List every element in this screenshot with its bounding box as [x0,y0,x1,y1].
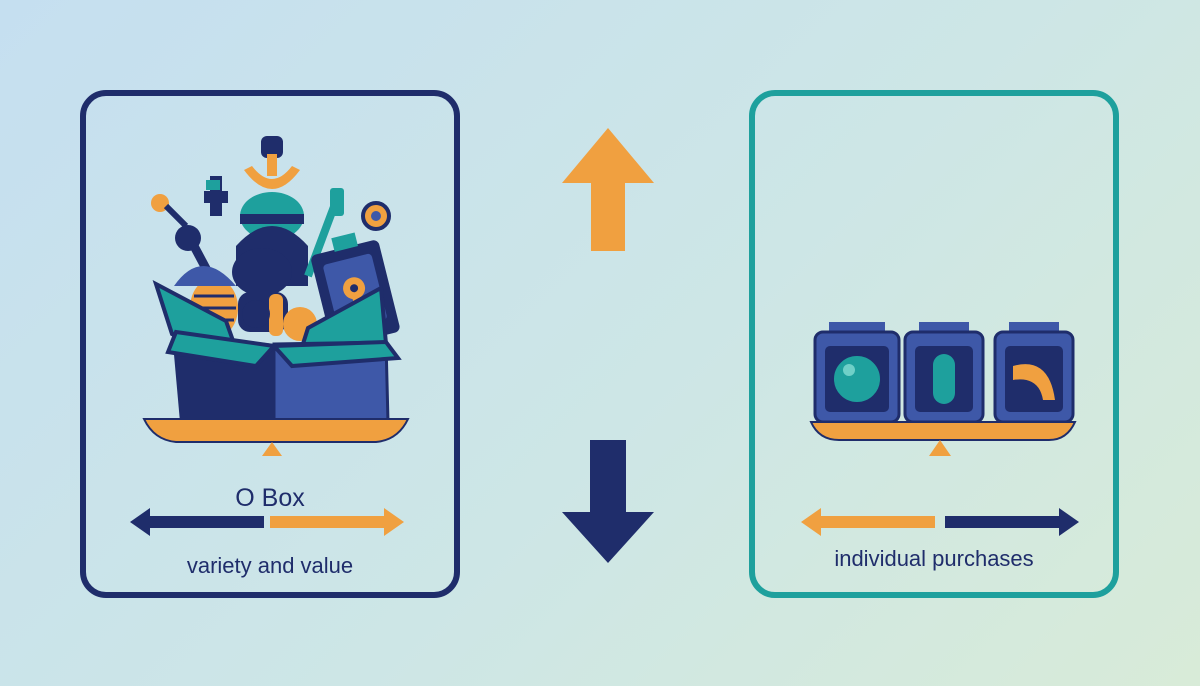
jar-sphere-icon [813,322,901,424]
up-arrow-icon [562,128,654,251]
jar-capsule-icon [903,322,985,424]
left-right-arrow-icon [130,508,404,536]
open-box-icon [152,279,402,424]
box-caption: variety and value [186,553,354,578]
balance-scale-icon [142,418,410,456]
individual-caption: individual purchases [834,546,1034,571]
down-arrow-icon [562,440,654,563]
balance-scale-icon [809,421,1077,456]
box-title: O Box [235,484,305,512]
left-right-arrow-icon [801,508,1079,536]
jars-illustration [801,322,1079,536]
jar-curve-icon [993,322,1075,424]
box-option-card: O Box variety and value [80,90,460,598]
box-illustration [130,136,410,536]
individual-option-card: individual purchases [749,90,1119,598]
